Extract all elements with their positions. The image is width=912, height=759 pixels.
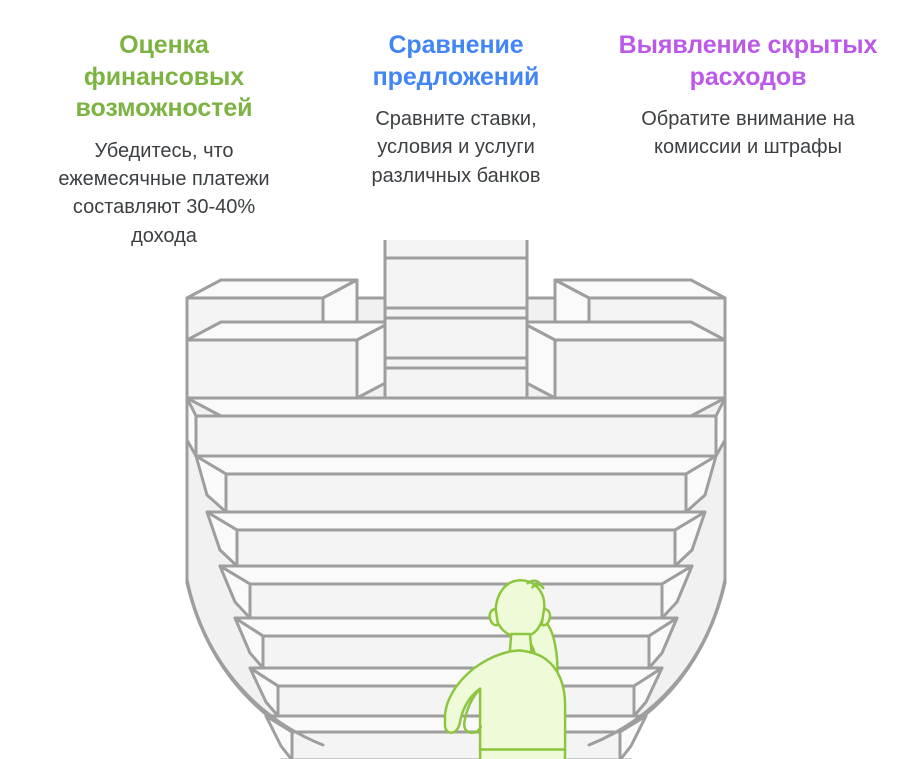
step-C-tread	[205, 510, 707, 532]
step-D-riser	[248, 582, 664, 620]
torso	[443, 649, 567, 753]
step-G-riser	[290, 730, 622, 759]
column-body-text: Убедитесь, что ежемесячные платежи соста…	[58, 139, 270, 247]
step-D-tread	[218, 564, 694, 586]
text-columns: Оценка финансовых возможностей Убедитесь…	[0, 0, 912, 250]
step-G-right-bevel	[618, 714, 648, 759]
left-ear	[488, 607, 500, 627]
column-hidden-costs: Выявление скрытых расходов Обратите вним…	[598, 30, 898, 162]
left-outer-curve	[185, 296, 325, 747]
column-financial-assessment: Оценка финансовых возможностей Убедитесь…	[14, 30, 314, 250]
staircase-illustration: .stp { fill:#f4f4f4; stroke:#9e9e9e; str…	[0, 240, 912, 759]
right-wing-step2-riser	[553, 338, 727, 400]
step-A-riser	[194, 414, 718, 458]
head	[494, 578, 546, 639]
step-B-tread	[194, 454, 718, 476]
column-body-text: Сравните ставки, условия и услуги различ…	[371, 108, 541, 187]
step-A-tread	[185, 396, 727, 418]
step-B-riser	[224, 472, 688, 514]
column-heading: Сравнение предложений	[372, 31, 540, 91]
trousers	[478, 748, 567, 759]
hand-fingers	[531, 583, 545, 590]
step-G-left-bevel	[264, 714, 294, 759]
right-outer-curve	[587, 296, 727, 747]
column-heading: Выявление скрытых расходов	[618, 31, 878, 91]
step-E-tread	[233, 616, 679, 638]
staircase-illustration-svg: .stp { fill:#f4f4f4; stroke:#9e9e9e; str…	[185, 240, 727, 759]
right-ear	[540, 607, 552, 627]
column-body-text: Обратите внимание на комиссии и штрафы	[641, 108, 855, 159]
column-offer-comparison: Сравнение предложений Сравните ставки, у…	[322, 30, 590, 190]
hair-detail	[526, 579, 542, 586]
person-figure	[443, 578, 567, 759]
step-C-riser	[235, 528, 677, 568]
column-heading: Оценка финансовых возможностей	[75, 31, 253, 122]
left-wing-step2-riser	[185, 338, 359, 400]
step-F-tread	[248, 666, 664, 688]
left-arm-inner	[463, 687, 483, 735]
step-E-riser	[261, 634, 651, 670]
